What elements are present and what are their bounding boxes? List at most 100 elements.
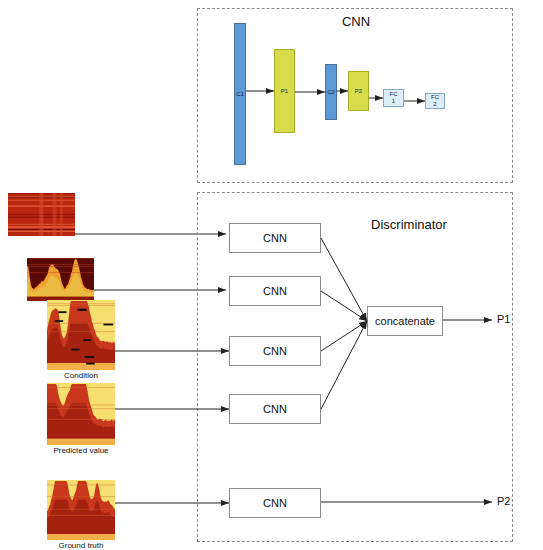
heatmap-peak (47, 301, 115, 363)
heatmap (47, 300, 115, 370)
flow-arrow (442, 320, 492, 321)
arrow-connector (337, 91, 348, 92)
conv-layer: C2 (325, 64, 337, 120)
node-label: C1 (236, 91, 244, 98)
cnn-box: CNN (229, 276, 321, 306)
mask-dash (71, 349, 79, 351)
heatmap-stripe (53, 193, 55, 236)
heatmap-band (47, 534, 115, 540)
image-caption: Ground truth (17, 541, 145, 550)
mask-dash (85, 356, 95, 358)
heatmap-image: Ground truth (47, 480, 115, 540)
heatmap-stripe (39, 193, 42, 236)
conv-layer: C1 (234, 23, 246, 165)
heatmap-stripe (60, 193, 63, 236)
heatmap (27, 258, 94, 301)
cnn-box: CNN (229, 488, 321, 518)
arrow-connector (321, 321, 367, 409)
arrow-connector (321, 321, 367, 351)
heatmap-stripe (47, 515, 115, 517)
node-label: CNN (263, 403, 287, 415)
heatmap-stripe (47, 305, 115, 307)
mask-dash (58, 311, 66, 313)
arrow-connector (115, 503, 229, 504)
heatmap (47, 383, 115, 445)
flow-arrow (320, 502, 492, 503)
mask-dash (77, 309, 85, 311)
module-frame: DiscriminatorCNN CNN CNN CNN CNN concatenate (197, 192, 513, 542)
heatmap-stripe (47, 404, 115, 406)
node-label: CNN (263, 345, 287, 357)
node-label: P1 (281, 88, 288, 95)
heatmap-stripe (27, 272, 94, 274)
node-label: C2 (327, 89, 335, 96)
image-caption: Condition (17, 371, 145, 380)
heatmap-peak (47, 500, 115, 534)
heatmap-background (47, 383, 115, 445)
heatmap-stripe (47, 331, 115, 333)
mask-dash (55, 320, 63, 322)
heatmap (47, 480, 115, 540)
arrow-connector (321, 238, 367, 321)
module-frame: CNNC1P1C2P2FC 1FC 2 (197, 8, 513, 183)
image-caption: Predicted value (17, 446, 145, 455)
arrow-connector (295, 92, 325, 93)
heatmap-stripe (47, 387, 115, 389)
fc-layer: FC 1 (383, 89, 404, 107)
heatmap-stripe (27, 258, 94, 260)
heatmap-stripe (47, 484, 115, 486)
heatmap-peak (47, 323, 115, 363)
node-label: CNN (263, 232, 287, 244)
mask-dash (86, 363, 95, 365)
node-label: FC 2 (430, 94, 440, 108)
heatmap-peak (47, 481, 115, 534)
heatmap-peak (27, 272, 94, 297)
heatmap-stripe (47, 408, 115, 410)
heatmap-stripe (27, 266, 94, 268)
heatmap-image: Condition (47, 300, 115, 370)
heatmap (8, 193, 75, 236)
heatmap-peak (47, 403, 115, 439)
heatmap-background (47, 300, 115, 370)
output-label: P2 (497, 495, 510, 507)
heatmap-stripe (27, 264, 94, 266)
node-label: FC 1 (389, 91, 399, 105)
fc-layer: FC 2 (425, 93, 445, 109)
concat-box: concatenate (367, 306, 443, 336)
arrow-connector (115, 409, 229, 410)
arrow-connector (115, 351, 229, 352)
node-label: concatenate (375, 315, 435, 327)
heatmap-image: Predicted value (47, 383, 115, 445)
heatmap-stripe (47, 496, 115, 498)
heatmap-background (47, 480, 115, 540)
heatmap-band (47, 363, 115, 370)
arrow-connector (404, 101, 425, 102)
heatmap-stripe (54, 193, 56, 236)
cnn-box: CNN (229, 394, 321, 424)
heatmap-background (8, 193, 75, 236)
arrow-connector (369, 98, 383, 99)
mask-dash (83, 339, 91, 341)
mask-dash (103, 324, 113, 326)
cnn-box: CNN (229, 336, 321, 366)
arrow-connector (321, 291, 367, 321)
cnn-box: CNN (229, 223, 321, 253)
output-label: P1 (497, 313, 510, 325)
pool-layer: P1 (274, 49, 295, 133)
heatmap-background (27, 258, 94, 301)
flow-arrow (75, 234, 226, 235)
heatmap-band (47, 439, 115, 445)
heatmap-stripe (47, 508, 115, 510)
heatmap-peak (27, 259, 94, 297)
heatmap-stripe (47, 303, 115, 305)
heatmap-stripe (47, 418, 115, 420)
flow-arrow (94, 290, 226, 291)
node-label: CNN (263, 497, 287, 509)
arrow-connector (246, 91, 274, 92)
heatmap-peak (47, 384, 115, 439)
frame-title: Discriminator (349, 217, 469, 232)
node-label: CNN (263, 285, 287, 297)
node-label: P2 (355, 88, 362, 95)
